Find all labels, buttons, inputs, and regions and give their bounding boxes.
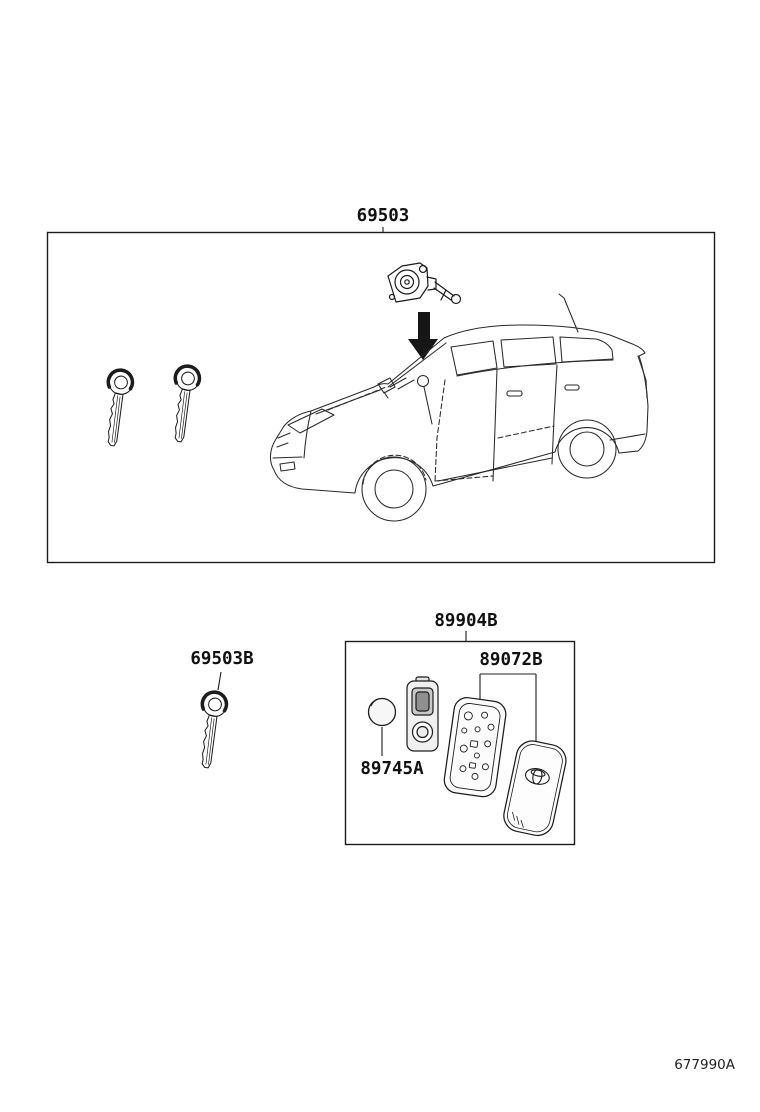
transmitter-housing-illustration [443, 697, 507, 798]
rear-door-seam [551, 364, 558, 465]
callout-label-69503: 69503 [356, 206, 410, 226]
key-illustration-3 [192, 688, 231, 771]
car-body-outline [269, 324, 649, 494]
front-door-window [450, 340, 498, 376]
callout-label-89904B: 89904B [434, 611, 498, 631]
transmitter-parts-box [344, 640, 576, 846]
install-direction-arrow-icon [408, 312, 438, 360]
drawing-number: 677990A [674, 1057, 735, 1073]
callout-label-89072B: 89072B [479, 650, 543, 670]
callout-leader-lines [217, 227, 537, 756]
leader-89072B [479, 673, 537, 741]
hidden-lines [327, 379, 555, 485]
side-mirror [377, 377, 396, 399]
front-wheel [361, 456, 427, 522]
key-illustration-1 [98, 366, 137, 449]
callout-label-89745A: 89745A [360, 759, 424, 779]
rocker-line [437, 457, 553, 482]
tail-lamp [637, 355, 648, 399]
leader-69503B [217, 671, 222, 691]
grille-lines [272, 432, 303, 459]
fog-lamp [279, 461, 296, 472]
battery-illustration [367, 697, 397, 727]
wipers [389, 377, 415, 390]
callout-label-69503B: 69503B [190, 649, 254, 669]
rear-door-handle [564, 384, 580, 391]
key-illustration-2 [165, 362, 204, 445]
main-parts-box [46, 231, 716, 564]
rear-door-window [500, 336, 557, 368]
car-illustration [269, 293, 649, 522]
battery-holder-illustration [406, 676, 439, 752]
lock-location-marker [416, 374, 430, 388]
beltline [456, 359, 614, 377]
rear-wheel [557, 419, 617, 479]
transmitter-cover-illustration [503, 740, 567, 837]
front-door-handle [506, 390, 523, 397]
quarter-window [559, 336, 614, 363]
windshield [387, 342, 447, 388]
antenna [558, 293, 579, 333]
lock-cylinder-illustration [387, 262, 462, 305]
front-door-seam [492, 368, 498, 482]
toyota-logo-icon [524, 768, 550, 785]
